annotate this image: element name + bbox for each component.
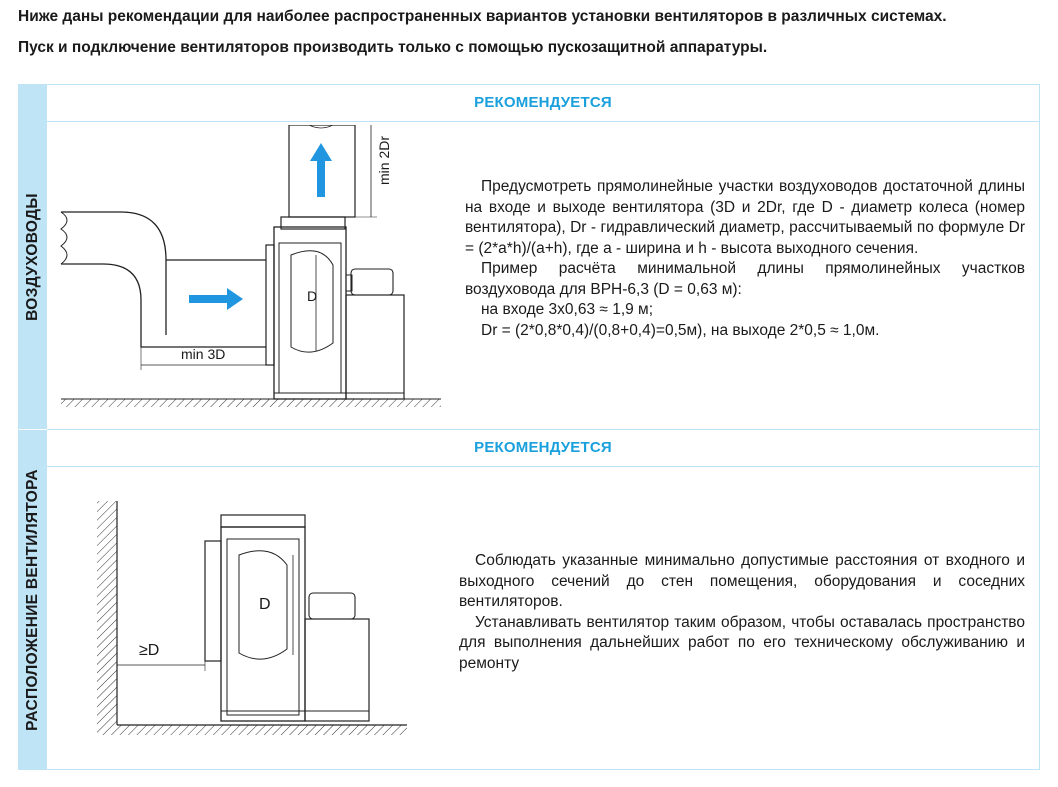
intro-line-2: Пуск и подключение вентиляторов производ…: [18, 39, 768, 56]
inlet-duct-top: [61, 211, 167, 335]
recommended-label: РЕКОМЕНДУЕТСЯ: [474, 94, 612, 111]
motor: [308, 592, 356, 620]
motor-base: [304, 618, 370, 722]
placement-paragraph-1: Соблюдать указанные минимально допустимы…: [459, 552, 1025, 610]
outlet-airflow-arrow: [310, 143, 332, 197]
impeller: [238, 550, 288, 660]
section-placement-label: РАСПОЛОЖЕНИЕ ВЕНТИЛЯТОРА: [24, 469, 41, 731]
section-ducts-text: Предусмотреть прямолинейные участки возд…: [465, 177, 1025, 341]
floor-hatch: [61, 399, 441, 407]
min-distance-label: ≥D: [139, 642, 159, 659]
duct-break-line: [60, 211, 68, 265]
ducts-paragraph-2: Пример расчёта минимальной длины прямоли…: [465, 260, 1025, 298]
recommendations-frame: ВОЗДУХОВОДЫ РЕКОМЕНДУЕТСЯ D: [18, 84, 1040, 770]
recommended-label: РЕКОМЕНДУЕТСЯ: [474, 439, 612, 456]
motor: [350, 268, 394, 296]
inlet-duct-bottom: [61, 263, 266, 348]
duct-installation-diagram: D min 2Dr min 3D: [60, 125, 441, 407]
fan-housing: [273, 226, 347, 400]
inlet-airflow-arrow: [189, 288, 243, 310]
section-placement-header: РЕКОМЕНДУЕТСЯ: [47, 430, 1039, 467]
floor-hatch: [97, 725, 407, 735]
outlet-flange: [220, 514, 306, 528]
outlet-duct: [288, 125, 356, 218]
fan-housing: [220, 526, 306, 722]
diameter-label: D: [307, 288, 317, 304]
fan-placement-diagram: D ≥D: [97, 501, 407, 735]
inlet-flange: [265, 244, 275, 366]
section-placement-side: РАСПОЛОЖЕНИЕ ВЕНТИЛЯТОРА: [19, 430, 47, 770]
section-ducts-side: ВОЗДУХОВОДЫ: [19, 85, 47, 429]
min-3d-label: min 3D: [181, 346, 225, 362]
section-divider: [47, 429, 1039, 430]
ducts-paragraph-4: Dr = (2*0,8*0,4)/(0,8+0,4)=0,5м), на вых…: [481, 321, 880, 339]
intro: Ниже даны рекомендации для наиболее расп…: [18, 6, 1040, 58]
section-ducts-label: ВОЗДУХОВОДЫ: [24, 193, 41, 321]
inlet-flange: [204, 540, 222, 662]
diameter-label: D: [259, 596, 271, 613]
placement-paragraph-2: Устанавливать вентилятор таким образом, …: [459, 613, 1025, 672]
wall-hatch: [97, 501, 117, 725]
section-placement-text: Соблюдать указанные минимально допустимы…: [459, 551, 1025, 674]
ducts-paragraph-3: на входе 3х0,63 ≈ 1,9 м;: [481, 301, 654, 318]
section-ducts-header: РЕКОМЕНДУЕТСЯ: [47, 85, 1039, 122]
intro-line-1: Ниже даны рекомендации для наиболее расп…: [18, 8, 947, 25]
ducts-paragraph-1: Предусмотреть прямолинейные участки возд…: [465, 178, 1025, 257]
motor-base: [345, 294, 405, 400]
impeller: [290, 250, 334, 353]
min-2dr-label: min 2Dr: [376, 136, 392, 185]
